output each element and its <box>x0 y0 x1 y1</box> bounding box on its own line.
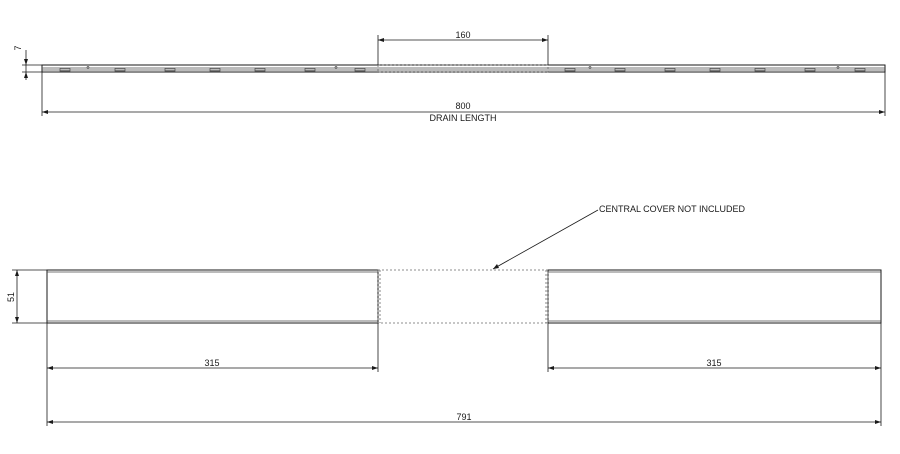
front-view-left-section <box>46 269 379 324</box>
callout-central-cover: CENTRAL COVER NOT INCLUDED <box>492 204 746 270</box>
dim-left-section-label: 315 <box>204 358 219 368</box>
dim-overall-label: 791 <box>456 412 471 422</box>
dim-height-front-label: 51 <box>6 292 16 302</box>
front-view-right-section <box>547 269 882 324</box>
top-view-central-cover <box>377 64 549 73</box>
dim-overall: 791 <box>46 372 881 426</box>
top-view-fixing-hole <box>334 66 338 69</box>
dim-drain-length-label: 800 <box>455 101 470 111</box>
callout-central-cover-label: CENTRAL COVER NOT INCLUDED <box>599 204 746 214</box>
dim-right-section-label: 315 <box>706 358 721 368</box>
top-view-fixing-hole <box>588 66 592 69</box>
dim-right-section: 315 <box>547 323 882 426</box>
front-view: CENTRAL COVER NOT INCLUDED 51 315 <box>6 204 882 426</box>
dim-height-front: 51 <box>6 269 47 324</box>
dim-height-top-label: 7 <box>13 45 23 50</box>
dim-left-section: 315 <box>46 323 379 372</box>
dim-cover-width: 160 <box>377 30 549 65</box>
drain-length-caption: DRAIN LENGTH <box>429 113 496 123</box>
top-view-fixing-hole <box>836 66 840 69</box>
dim-cover-width-label: 160 <box>455 30 470 40</box>
top-view-slots <box>59 68 866 72</box>
top-view: 7 160 800 DRAIN LENGTH <box>13 30 886 123</box>
dim-height-top: 7 <box>13 45 42 80</box>
top-view-fixing-hole <box>86 66 90 69</box>
dim-drain-length: 800 DRAIN LENGTH <box>41 72 886 123</box>
front-view-central-cover <box>377 269 549 324</box>
